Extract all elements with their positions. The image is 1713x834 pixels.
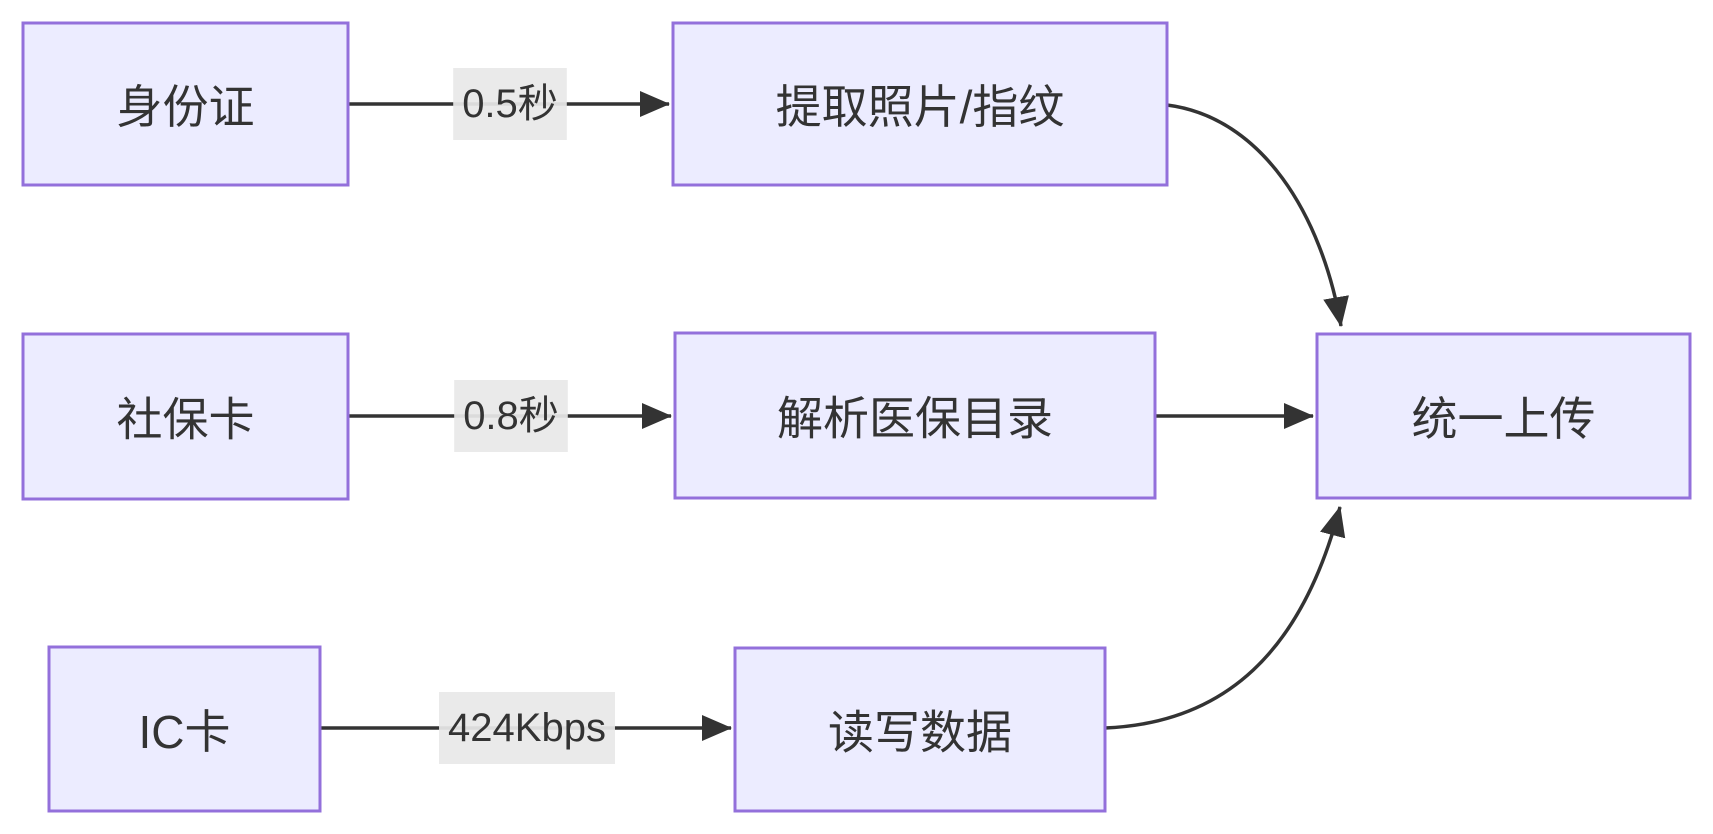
node-parse-medical-catalog-label: 解析医保目录 [777, 393, 1053, 445]
node-social-security-card-box [21, 332, 350, 501]
edge-label-social-security-card-to-parse-medical-catalog: 0.8秒 [463, 394, 559, 438]
edge-labels-layer: 0.5秒 0.8秒 424Kbps [439, 68, 615, 764]
node-unified-upload-label: 统一上传 [1412, 393, 1596, 445]
edge-label-id-card-to-extract-photo-fingerprint: 0.5秒 [462, 82, 558, 126]
node-social-security-card: 社保卡 [21, 332, 350, 501]
edge-label-bg-ic-card-to-read-write-data [439, 692, 615, 764]
edge-read-write-data-to-unified-upload [1104, 506, 1346, 730]
node-read-write-data-box [733, 646, 1107, 813]
node-unified-upload: 统一上传 [1315, 332, 1692, 500]
node-id-card-label: 身份证 [117, 81, 255, 133]
node-id-card-box [21, 21, 350, 187]
node-extract-photo-fingerprint-box [671, 21, 1169, 187]
node-unified-upload-box [1315, 332, 1692, 500]
node-read-write-data: 读写数据 [733, 646, 1107, 813]
node-read-write-data-label: 读写数据 [828, 707, 1012, 759]
edge-label-bg-social-security-card-to-parse-medical-catalog [454, 380, 568, 452]
node-extract-photo-fingerprint: 提取照片/指纹 [671, 21, 1169, 187]
node-id-card: 身份证 [21, 21, 350, 187]
node-parse-medical-catalog-box [673, 331, 1157, 500]
node-ic-card-label: IC卡 [139, 706, 231, 758]
edge-label-bg-id-card-to-extract-photo-fingerprint [453, 68, 567, 140]
node-social-security-card-label: 社保卡 [117, 394, 255, 446]
node-ic-card: IC卡 [47, 645, 322, 813]
node-ic-card-box [47, 645, 322, 813]
node-parse-medical-catalog: 解析医保目录 [673, 331, 1157, 500]
edge-label-ic-card-to-read-write-data: 424Kbps [448, 706, 606, 750]
node-extract-photo-fingerprint-label: 提取照片/指纹 [776, 81, 1065, 133]
edge-extract-photo-fingerprint-to-unified-upload [1166, 103, 1349, 327]
